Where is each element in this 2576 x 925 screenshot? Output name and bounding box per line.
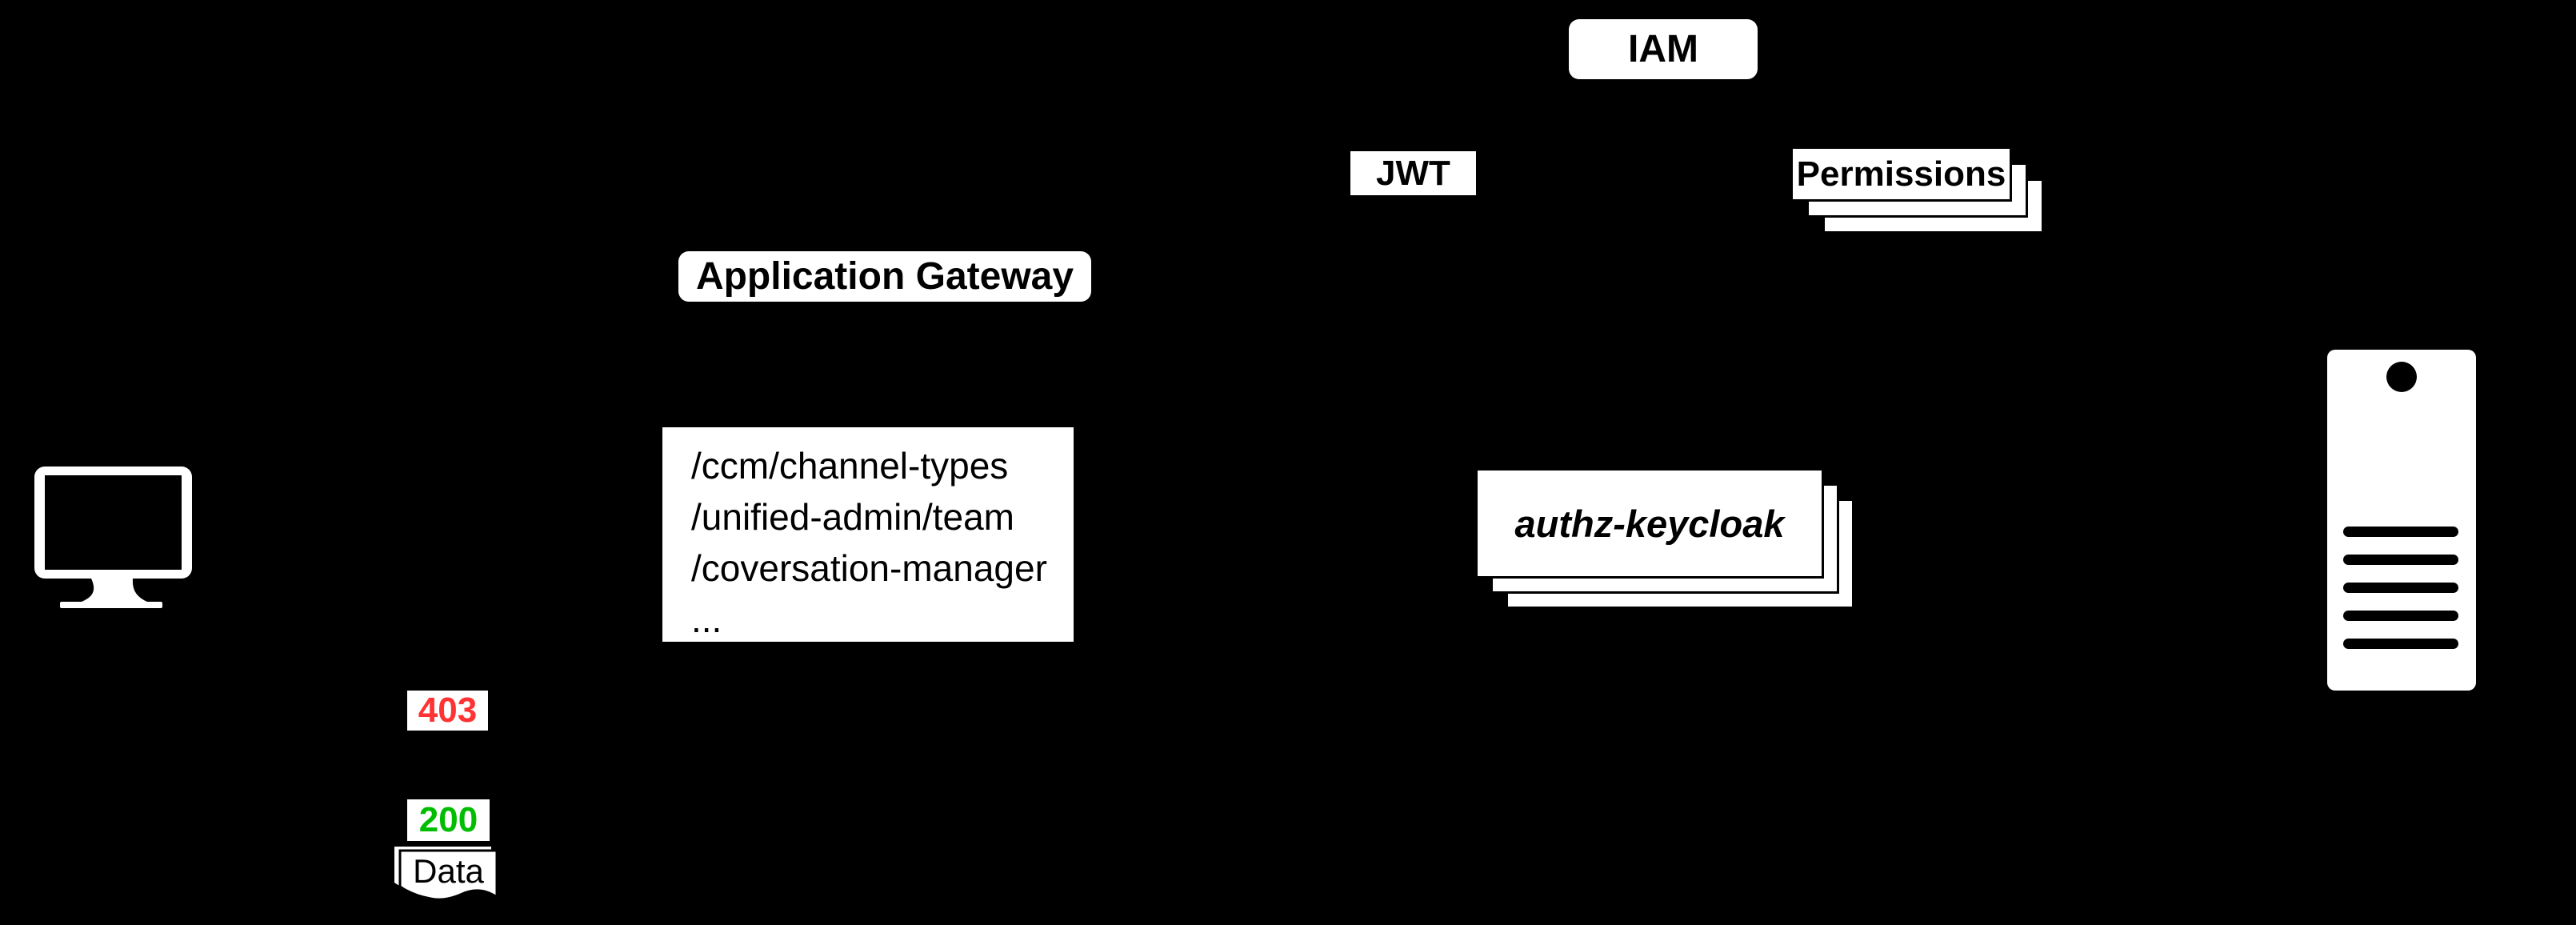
jwt-label: JWT: [1376, 153, 1450, 193]
application-gateway-node: Application Gateway: [678, 251, 1091, 302]
route-line: ...: [691, 599, 722, 640]
route-line: /coversation-manager: [691, 547, 1047, 589]
authz-keycloak-label: authz-keycloak: [1514, 502, 1785, 545]
application-gateway-label: Application Gateway: [695, 255, 1074, 298]
iam-node: IAM: [1569, 19, 1758, 79]
permissions-stack: Permissions: [1790, 146, 2044, 234]
document-icon: [394, 847, 498, 901]
status-200-badge: 200: [407, 799, 490, 841]
status-403-label: 403: [418, 691, 478, 730]
authz-keycloak-node: authz-keycloak: [1475, 468, 1824, 579]
status-200-label: 200: [418, 800, 478, 839]
permissions-node: Permissions: [1790, 146, 2012, 202]
monitor-icon: [34, 467, 192, 608]
permissions-label: Permissions: [1796, 154, 2006, 194]
data-document: Data: [394, 847, 498, 904]
status-403-badge: 403: [407, 691, 488, 731]
authz-keycloak-stack: authz-keycloak: [1475, 468, 1854, 609]
iam-label: IAM: [1628, 28, 1698, 70]
server-icon: [2327, 350, 2476, 691]
data-label: Data: [413, 852, 484, 890]
route-line: /ccm/channel-types: [691, 445, 1009, 487]
routes-box: /ccm/channel-types /unified-admin/team /…: [662, 427, 1074, 642]
jwt-node: JWT: [1350, 151, 1476, 195]
route-line: /unified-admin/team: [691, 496, 1014, 538]
